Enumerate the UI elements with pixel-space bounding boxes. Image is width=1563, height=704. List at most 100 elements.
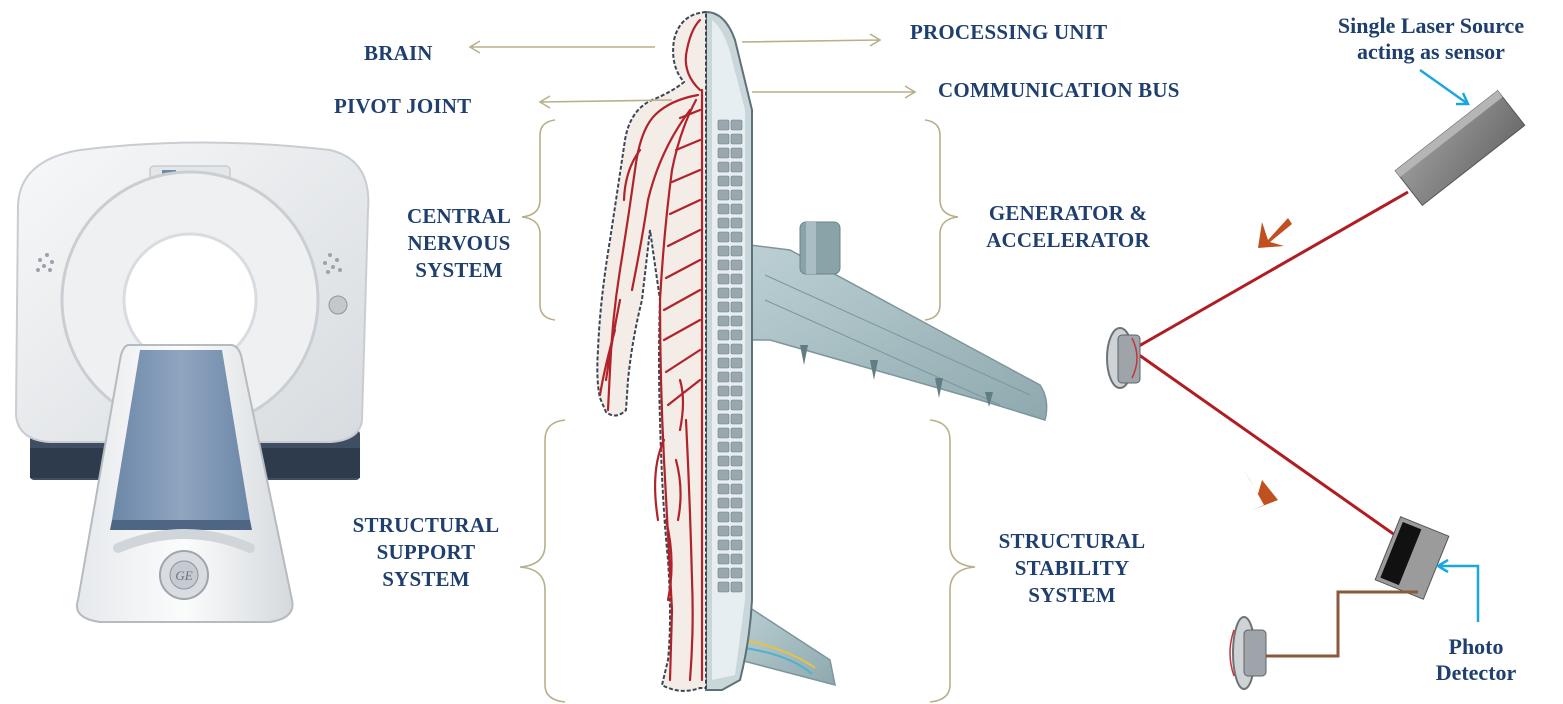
seat (718, 512, 729, 522)
ct-scanner-image: GE (16, 143, 368, 623)
seat (731, 498, 742, 508)
seat (718, 302, 729, 312)
seat (731, 190, 742, 200)
seat (731, 134, 742, 144)
sup-line-3: SYSTEM (340, 566, 512, 593)
seat (731, 246, 742, 256)
label-generator-accelerator: GENERATOR & ACCELERATOR (968, 200, 1168, 254)
seat (731, 400, 742, 410)
reflected-beam (1132, 350, 1402, 540)
seat (731, 428, 742, 438)
cns-line-2: NERVOUS (396, 230, 522, 257)
seat (718, 568, 729, 578)
seat (718, 428, 729, 438)
seat (718, 246, 729, 256)
seat (718, 484, 729, 494)
stability-brace (930, 420, 975, 702)
processing-pointer (742, 34, 880, 46)
sup-line-1: STRUCTURAL (340, 512, 512, 539)
seat (718, 260, 729, 270)
seat (731, 120, 742, 130)
seat (731, 302, 742, 312)
seat (731, 176, 742, 186)
cns-line-3: SYSTEM (396, 257, 522, 284)
seat (731, 568, 742, 578)
seat (731, 218, 742, 228)
label-structural-stability-system: STRUCTURAL STABILITY SYSTEM (986, 528, 1158, 609)
seat (718, 554, 729, 564)
seat (731, 512, 742, 522)
label-laser-source: Single Laser Source acting as sensor (1316, 13, 1546, 65)
seat (731, 470, 742, 480)
seat (731, 204, 742, 214)
seat (731, 456, 742, 466)
output-disc (1230, 617, 1266, 689)
seat (731, 358, 742, 368)
seat (731, 162, 742, 172)
det-line-2: Detector (1416, 660, 1536, 686)
label-communication-bus: COMMUNICATION BUS (938, 77, 1180, 104)
stab-line-1: STRUCTURAL (986, 528, 1158, 555)
mirror-disc (1107, 328, 1140, 388)
laser-source-block (1395, 91, 1525, 206)
seat (718, 358, 729, 368)
cns-brace (522, 120, 555, 320)
label-brain: BRAIN (364, 40, 433, 67)
bus-pointer (752, 86, 915, 98)
label-structural-support-system: STRUCTURAL SUPPORT SYSTEM (340, 512, 512, 593)
seat (718, 582, 729, 592)
seat (718, 218, 729, 228)
label-central-nervous-system: CENTRAL NERVOUS SYSTEM (396, 203, 522, 284)
laser-sensor-setup (1107, 70, 1525, 689)
label-photo-detector: Photo Detector (1416, 634, 1536, 686)
seat (731, 372, 742, 382)
seat (731, 260, 742, 270)
detector-wire (1262, 592, 1418, 656)
seat (731, 344, 742, 354)
seat (731, 232, 742, 242)
gen-line-1: GENERATOR & (968, 200, 1168, 227)
label-processing-unit: PROCESSING UNIT (910, 19, 1107, 46)
human-nervous-system-figure (597, 12, 706, 691)
gen-line-2: ACCELERATOR (968, 227, 1168, 254)
svg-text:GE: GE (175, 568, 192, 583)
incident-beam (1132, 192, 1408, 350)
laser-label-pointer (1420, 70, 1468, 104)
seat (718, 204, 729, 214)
stab-line-2: STABILITY (986, 555, 1158, 582)
brain-pointer (470, 41, 655, 53)
seat (718, 400, 729, 410)
seat (731, 288, 742, 298)
sup-line-2: SUPPORT (340, 539, 512, 566)
seat (731, 484, 742, 494)
cns-line-1: CENTRAL (396, 203, 522, 230)
direction-arrow-incoming (1258, 218, 1292, 248)
seat (731, 540, 742, 550)
seat (731, 442, 742, 452)
seat (718, 540, 729, 550)
seat (718, 148, 729, 158)
seat (718, 344, 729, 354)
seat (718, 526, 729, 536)
seat (731, 316, 742, 326)
seat (718, 498, 729, 508)
detector-label-pointer (1438, 560, 1478, 622)
support-brace (520, 420, 565, 702)
seat (718, 330, 729, 340)
seat (718, 162, 729, 172)
laser-line-1: Single Laser Source (1316, 13, 1546, 39)
seat (718, 386, 729, 396)
direction-arrow-outgoing (1244, 470, 1278, 510)
seat (718, 456, 729, 466)
seat (718, 134, 729, 144)
seat (731, 582, 742, 592)
seat (718, 442, 729, 452)
seat (718, 274, 729, 284)
seat (718, 120, 729, 130)
laser-line-2: acting as sensor (1316, 39, 1546, 65)
generator-brace (925, 120, 958, 320)
det-line-1: Photo (1416, 634, 1536, 660)
seat (718, 372, 729, 382)
seat (731, 554, 742, 564)
